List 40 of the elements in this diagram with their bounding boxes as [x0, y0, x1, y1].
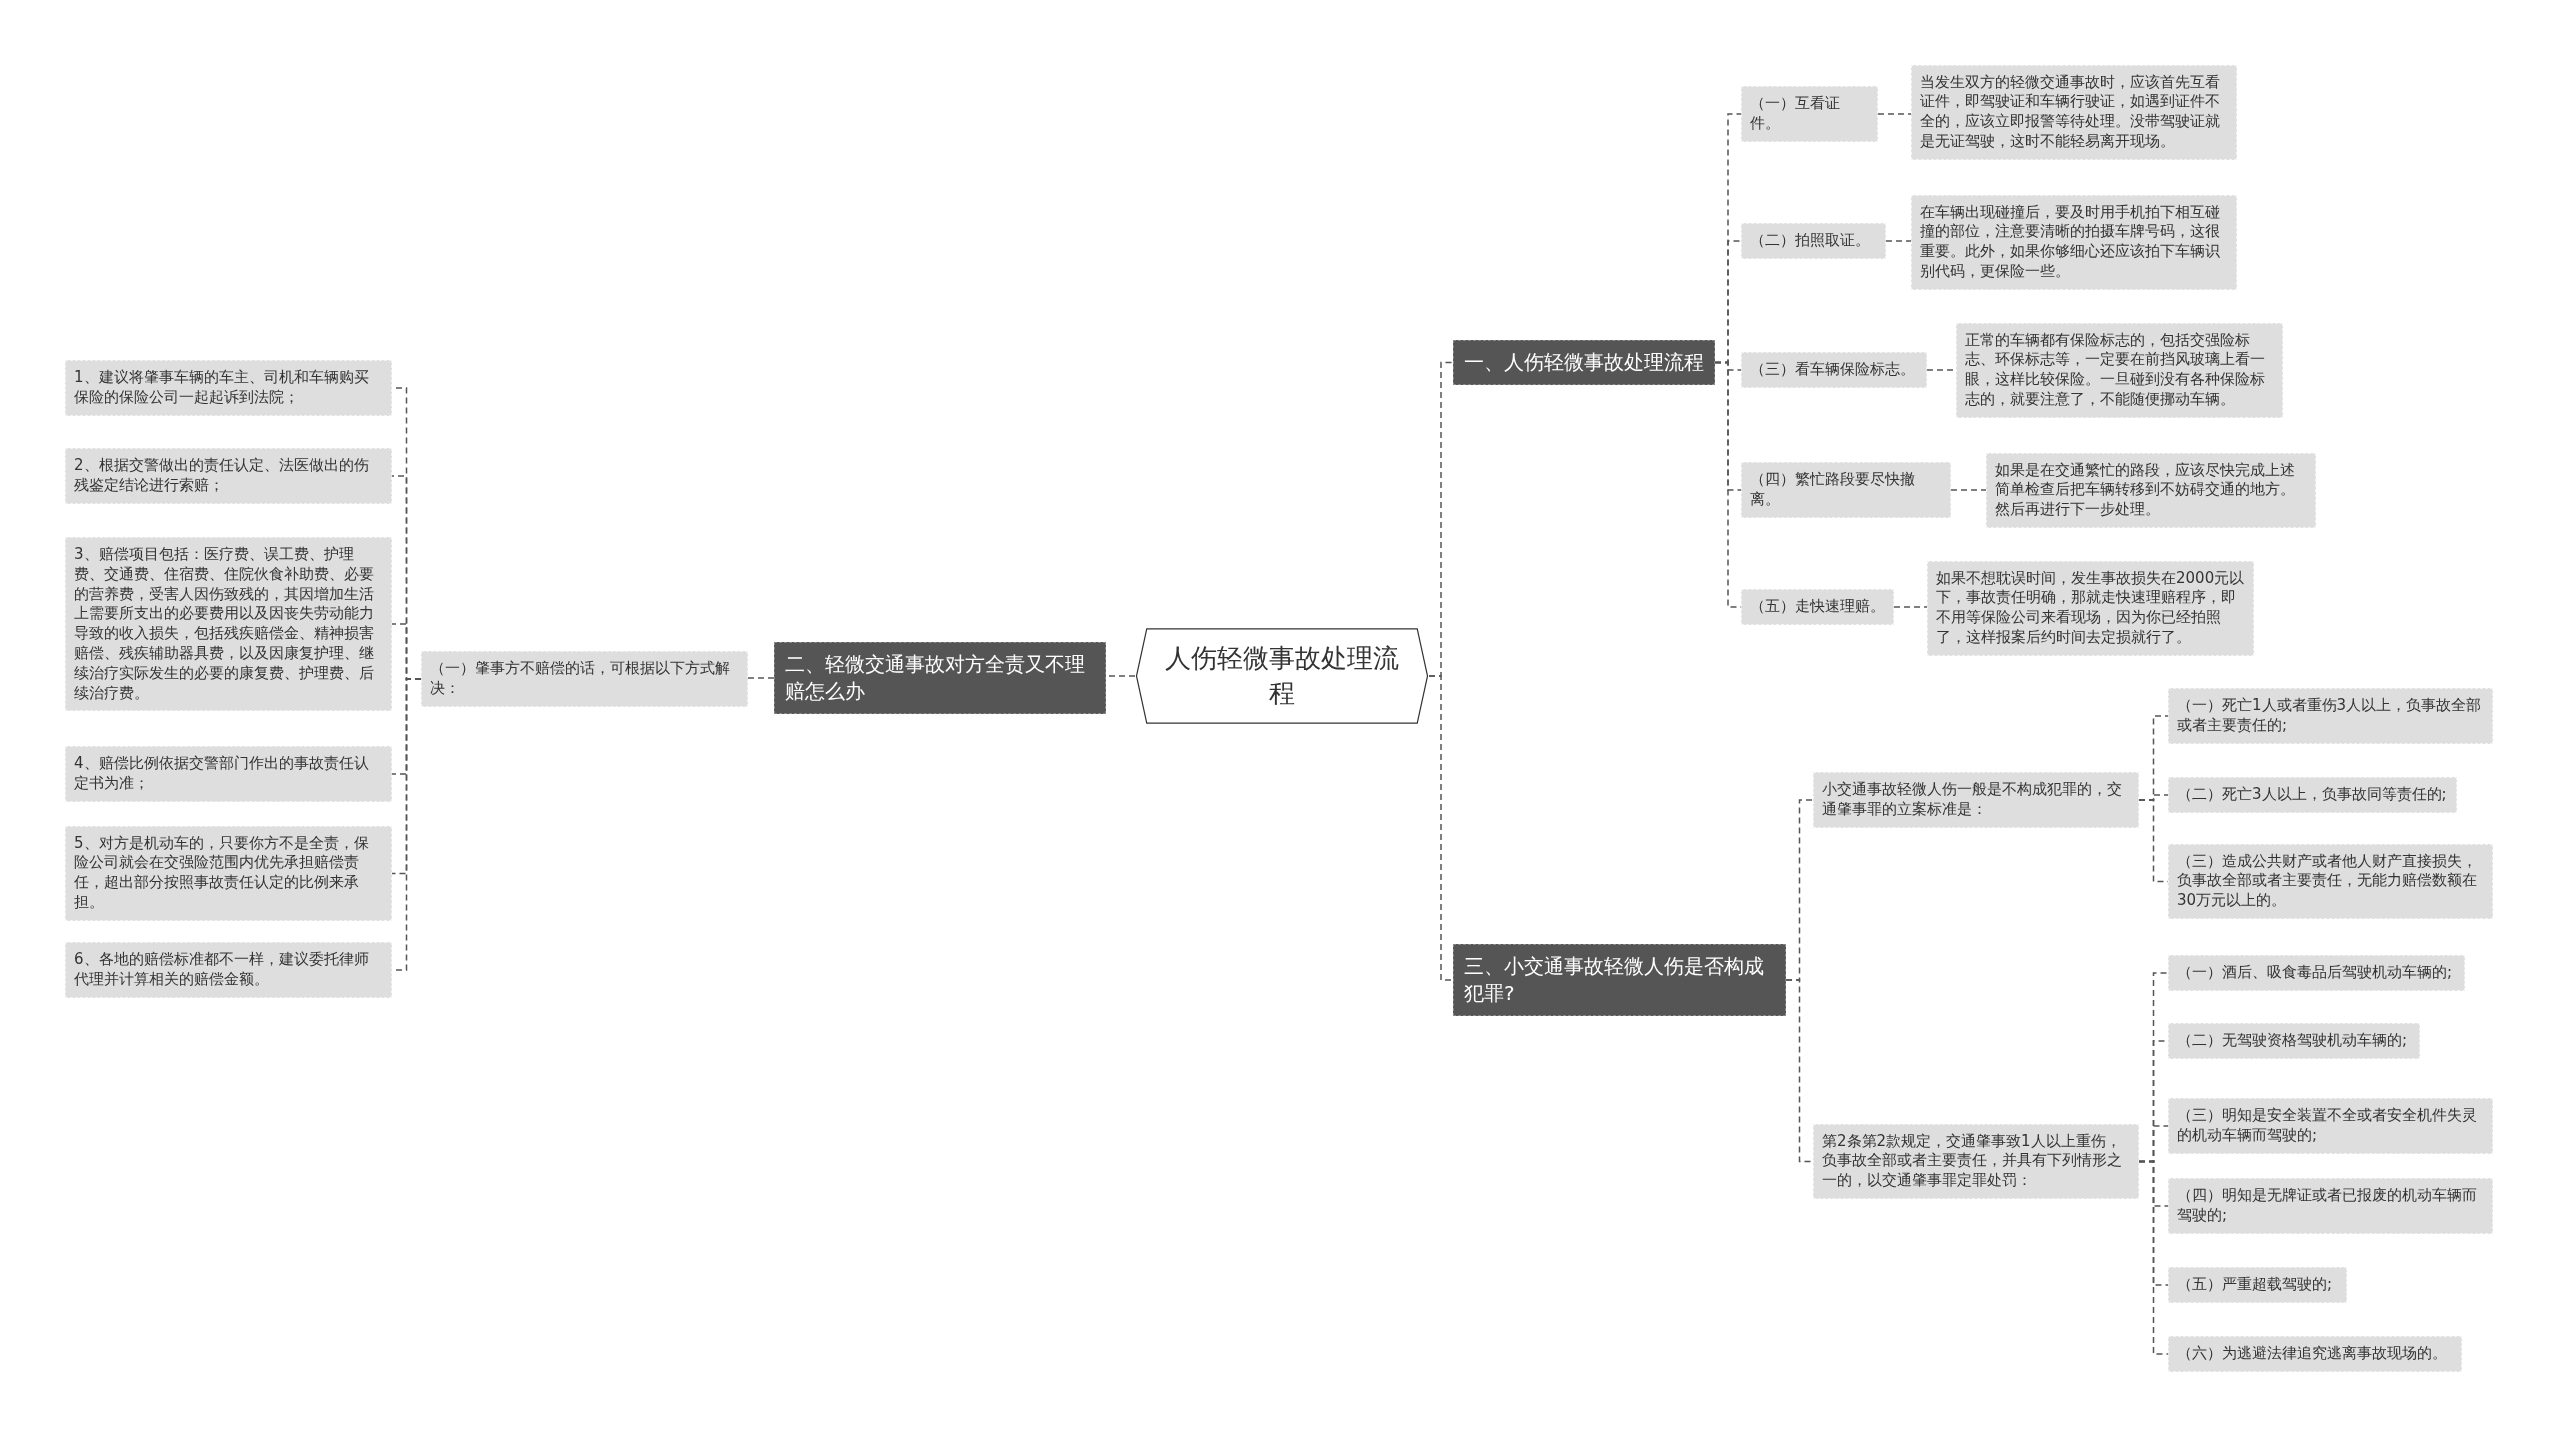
topic-box: （一）互看证件。	[1741, 86, 1878, 142]
topic-box: 在车辆出现碰撞后，要及时用手机拍下相互碰撞的部位，注意要清晰的拍摄车牌号码，这很重要。此外，如果你够细心还应该拍下车辆识别代码，更保险一些。	[1911, 194, 2237, 290]
branch-topic-box: 二、轻微交通事故对方全责又不理赔怎么办	[774, 642, 1106, 714]
connector-line	[747, 677, 775, 679]
topic-box: 正常的车辆都有保险标志的，包括交强险标志、环保标志等，一定要在前挡风玻璃上看一眼，这样比较保险。一旦碰到没有各种保险标志的，就要注意了，不能随便挪动车辆。	[1956, 322, 2283, 418]
topic-box: （一）死亡1人或者重伤3人以上，负事故全部或者主要责任的;	[2168, 688, 2493, 744]
topic-box: （一）肇事方不赔偿的话，可根据以下方式解决：	[421, 651, 748, 707]
topic-box: 如果是在交通繁忙的路段，应该尽快完成上述简单检查后把车辆转移到不妨碍交通的地方。然后再进行下一步处理。	[1986, 452, 2316, 528]
connector-line	[1893, 606, 1928, 608]
connector-line	[1950, 489, 1987, 491]
topic-box: 3、赔偿项目包括：医疗费、误工费、护理费、交通费、住宿费、住院伙食补助费、必要的营养费，受害人因伤致残的，其因增加生活上需要所支出的必要费用以及因丧失劳动能力导致的收入损失，包括残疾赔偿金、精神损害赔偿、残疾辅助器具费，以及因康复护理、继续治疗实际发生的必要的康复费、护理费、后续治疗费。	[65, 537, 392, 712]
topic-box: （六）为逃避法律追究逃离事故现场的。	[2168, 1336, 2462, 1372]
branch-topic-box: 三、小交通事故轻微人伤是否构成犯罪?	[1453, 944, 1786, 1016]
central-topic-box: 人伤轻微事故处理流程	[1135, 627, 1429, 725]
topic-box: 5、对方是机动车的，只要你方不是全责，保险公司就会在交强险范围内优先承担赔偿责任，超出部分按照事故责任认定的比例来承担。	[65, 825, 392, 921]
topic-box: （四）明知是无牌证或者已报废的机动车辆而驾驶的;	[2168, 1178, 2493, 1234]
topic-box: 如果不想耽误时间，发生事故损失在2000元以下，事故责任明确，那就走快速理赔程序，即不用等保险公司来看现场，因为你已经拍照了，这样报案后约时间去定损就行了。	[1927, 560, 2254, 656]
topic-box: （二）拍照取证。	[1741, 223, 1886, 259]
topic-box: 第2条第2款规定，交通肇事致1人以上重伤，负事故全部或者主要责任，并具有下列情形之一的，以交通肇事罪定罪处罚：	[1813, 1123, 2139, 1199]
topic-box: （四）繁忙路段要尽快撤离。	[1741, 462, 1951, 518]
topic-box: （一）酒后、吸食毒品后驾驶机动车辆的;	[2168, 955, 2465, 991]
topic-box: 1、建议将肇事车辆的车主、司机和车辆购买保险的保险公司一起起诉到法院；	[65, 360, 392, 416]
topic-box: 当发生双方的轻微交通事故时，应该首先互看证件，即驾驶证和车辆行驶证，如遇到证件不全的，应该立即报警等待处理。没带驾驶证就是无证驾驶，这时不能轻易离开现场。	[1911, 64, 2237, 160]
connector-line	[1785, 979, 1814, 1163]
topic-box: 2、根据交警做出的责任认定、法医做出的伤残鉴定结论进行索赔；	[65, 448, 392, 504]
topic-box: （五）严重超载驾驶的;	[2168, 1267, 2347, 1303]
topic-box: 4、赔偿比例依据交警部门作出的事故责任认定书为准；	[65, 746, 392, 802]
topic-box: 6、各地的赔偿标准都不一样，建议委托律师代理并计算相关的赔偿金额。	[65, 942, 392, 998]
topic-box: 小交通事故轻微人伤一般是不构成犯罪的，交通肇事罪的立案标准是：	[1813, 772, 2139, 828]
topic-box: （三）明知是安全装置不全或者安全机件失灵的机动车辆而驾驶的;	[2168, 1098, 2493, 1154]
connector-line	[1885, 240, 1912, 242]
topic-box: （三）看车辆保险标志。	[1741, 352, 1927, 388]
connector-line	[1877, 113, 1912, 115]
branch-topic-box: 一、人伤轻微事故处理流程	[1453, 339, 1715, 385]
topic-box: （二）无驾驶资格驾驶机动车辆的;	[2168, 1023, 2420, 1059]
topic-box: （三）造成公共财产或者他人财产直接损失，负事故全部或者主要责任，无能力赔偿数额在30万元以上的。	[2168, 843, 2493, 919]
connector-line	[2138, 1160, 2169, 1355]
topic-box: （二）死亡3人以上，负事故同等责任的;	[2168, 777, 2457, 813]
connector-line	[1428, 675, 1454, 981]
topic-box: （五）走快速理赔。	[1741, 589, 1894, 625]
